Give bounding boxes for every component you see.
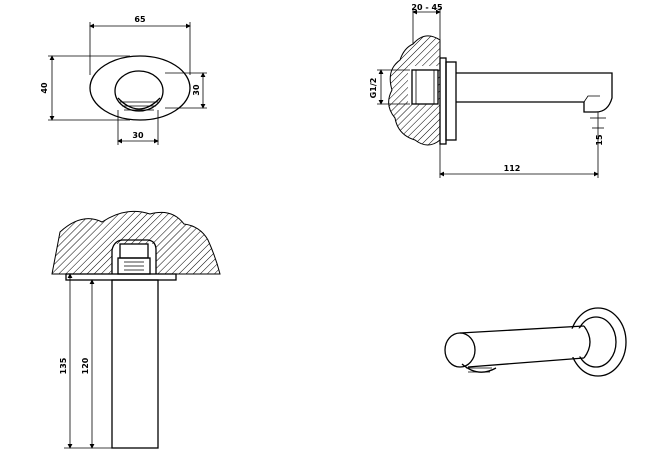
vertical-section-view: 135 120 (51, 210, 221, 449)
dim-length: 112 (504, 164, 521, 173)
wall-plate-side (439, 57, 447, 145)
connector-void (408, 66, 438, 104)
spout-fill (460, 328, 586, 366)
aerator-mesh (120, 101, 158, 111)
dim-bottom-width: 30 (132, 131, 144, 140)
dim-right-height: 30 (192, 84, 201, 96)
threaded-connector (411, 69, 439, 105)
wall-plate-edge (65, 273, 177, 281)
dim-spout-height: 120 (81, 357, 90, 374)
dim-depth-range: 20 - 45 (411, 3, 443, 12)
wall-section-hatch (51, 210, 221, 275)
front-view: 65 40 30 30 (40, 15, 207, 145)
spout-body-side (456, 72, 613, 113)
perspective-view (444, 307, 627, 377)
spout-body-vertical (111, 279, 159, 449)
dim-thread: G1/2 (369, 78, 378, 99)
spout-edge-top (459, 325, 585, 334)
spout-end-circle (444, 332, 476, 368)
dim-top-width: 65 (134, 15, 146, 24)
side-section-view: 20 - 45 G1/2 15 112 (369, 3, 613, 178)
connector-void (112, 244, 156, 274)
spout-edge-bottom (467, 357, 585, 368)
wall-plate-outline (89, 55, 191, 121)
dim-total-height: 135 (59, 357, 68, 374)
aerator-outline (117, 97, 161, 110)
plate-collar (445, 61, 457, 141)
spout-tip-detail (583, 95, 600, 103)
dim-left-height: 40 (40, 82, 49, 94)
wall-cavity-outline (111, 239, 157, 274)
aerator-mesh (466, 367, 492, 373)
spout-root (583, 325, 591, 359)
spout-end-ring (114, 70, 164, 112)
dim-outlet: 15 (595, 134, 604, 146)
